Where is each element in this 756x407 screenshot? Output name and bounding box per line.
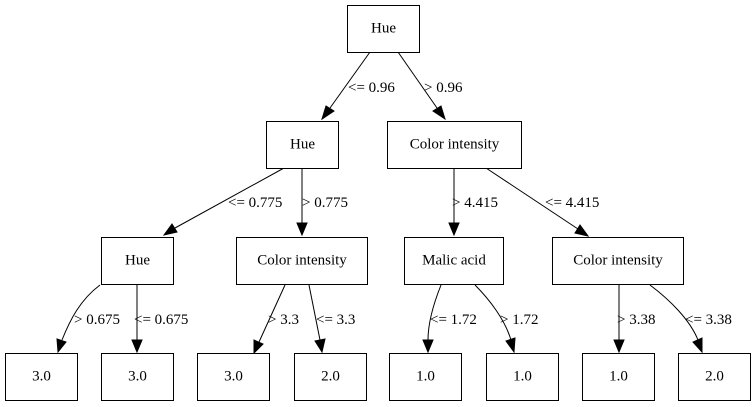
edge-rl-leaf6: > 1.72	[474, 284, 538, 354]
edge-label-rl-leaf6: > 1.72	[500, 312, 538, 328]
edge-label-rr-leaf8: <= 3.38	[685, 312, 732, 328]
edge-rr-leaf7: > 3.38	[613, 285, 655, 354]
edge-lr-leaf4: <= 3.3	[308, 284, 355, 354]
edge-rl-leaf5: <= 1.72	[422, 284, 477, 354]
node-right-right: Color intensity	[552, 237, 684, 285]
edge-right-right: <= 4.415	[485, 167, 599, 237]
node-left-left-label: Hue	[125, 252, 150, 268]
node-left: Hue	[266, 121, 339, 169]
leaf-node-6-label: 1.0	[513, 368, 532, 384]
node-right-label: Color intensity	[410, 136, 500, 152]
leaf-node-1-label: 3.0	[32, 368, 51, 384]
edge-root-left: <= 0.96	[321, 51, 395, 121]
edge-label-root-right: > 0.96	[424, 80, 463, 96]
edge-root-right: > 0.96	[397, 51, 463, 121]
node-root-label: Hue	[371, 20, 396, 36]
edge-label-rr-leaf7: > 3.38	[617, 312, 655, 328]
leaf-node-7: 1.0	[582, 353, 655, 401]
leaf-node-8-label: 2.0	[705, 368, 724, 384]
edge-left-right: > 0.775	[296, 168, 348, 237]
edge-left-left: <= 0.775	[162, 167, 285, 236]
edge-lr-leaf3: > 3.3	[253, 284, 299, 355]
edge-label-ll-leaf2: <= 0.675	[134, 312, 188, 328]
edge-label-right-left: > 4.415	[452, 195, 498, 211]
edge-ll-leaf2: <= 0.675	[131, 285, 188, 354]
edge-label-lr-leaf3: > 3.3	[268, 312, 299, 328]
leaf-node-6: 1.0	[486, 353, 559, 401]
node-left-label: Hue	[290, 136, 315, 152]
leaf-node-5: 1.0	[389, 353, 462, 401]
leaf-node-5-label: 1.0	[416, 368, 435, 384]
node-left-right: Color intensity	[236, 237, 368, 285]
node-root: Hue	[347, 5, 420, 53]
edge-label-ll-leaf1: > 0.675	[74, 312, 120, 328]
edge-ll-leaf1: > 0.675	[56, 284, 120, 354]
leaf-node-7-label: 1.0	[609, 368, 628, 384]
leaf-node-8: 2.0	[678, 353, 751, 401]
edge-label-left-right: > 0.775	[302, 195, 348, 211]
edge-label-root-left: <= 0.96	[348, 80, 395, 96]
node-right-left: Malic acid	[404, 237, 504, 285]
edge-label-lr-leaf4: <= 3.3	[316, 312, 355, 328]
leaf-node-4-label: 2.0	[321, 368, 340, 384]
edge-rr-leaf8: <= 3.38	[649, 284, 732, 354]
leaf-node-3-label: 3.0	[224, 368, 243, 384]
node-left-right-label: Color intensity	[257, 252, 347, 268]
edge-right-left: > 4.415	[448, 168, 498, 237]
node-right-left-label: Malic acid	[422, 252, 486, 268]
edge-label-right-right: <= 4.415	[545, 195, 599, 211]
leaf-node-1: 3.0	[5, 353, 78, 401]
node-right: Color intensity	[387, 121, 522, 169]
edge-label-left-left: <= 0.775	[228, 195, 282, 211]
node-left-left: Hue	[101, 237, 174, 285]
leaf-node-4: 2.0	[294, 353, 367, 401]
node-right-right-label: Color intensity	[573, 252, 663, 268]
leaf-node-3: 3.0	[197, 353, 270, 401]
edge-label-rl-leaf5: <= 1.72	[430, 312, 477, 328]
leaf-node-2: 3.0	[101, 353, 174, 401]
leaf-node-2-label: 3.0	[128, 368, 147, 384]
